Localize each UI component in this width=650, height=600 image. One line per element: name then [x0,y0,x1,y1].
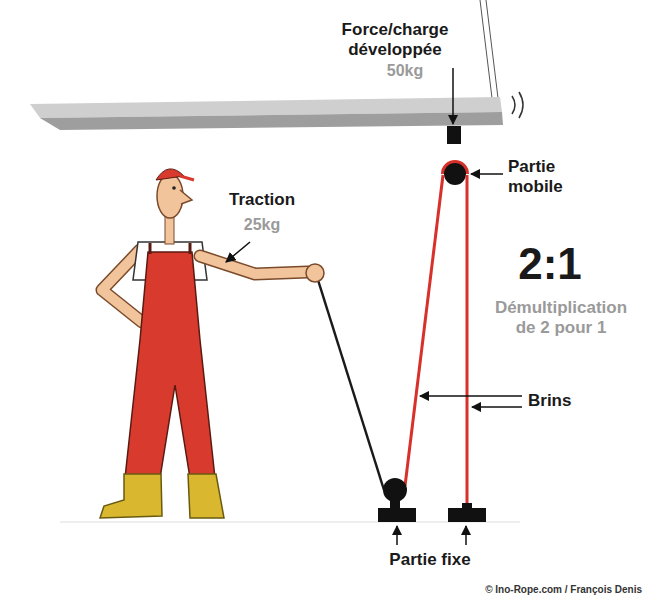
rope-strands [466,175,469,510]
part-label: Partie mobile [508,157,588,196]
leader-arrows [465,526,467,545]
ceiling-beam [30,0,523,130]
worker-figure [156,169,184,180]
worker-figure [149,243,152,254]
part-label: Partie fixe [375,550,485,570]
top-pulley [447,126,461,144]
load-value: 50kg [375,62,435,80]
bottom-pulley [378,478,486,522]
leader-arrows [396,526,398,545]
ceiling-beam [486,0,498,98]
worker-figure [180,176,194,180]
part-label: Brins [528,391,598,411]
worker-figure [157,174,183,218]
leader-arrows [226,242,250,262]
leader-arrows [420,395,522,397]
top-pulley [443,126,467,185]
worker-figure [188,474,224,518]
worker-figure [189,243,192,254]
worker-figure [200,256,308,274]
bottom-pulley [448,508,486,522]
load-title: Force/charge développée [330,20,460,59]
ratio-value: 2:1 [505,242,595,286]
rope-strands [318,175,467,510]
ceiling-beam [480,0,492,98]
rope-strands [405,175,443,486]
leader-arrows [472,406,522,408]
ceiling-beam [40,112,503,130]
copyright-note: © Ino-Rope.com / François Denis [440,584,642,596]
worker-figure [200,256,308,274]
bottom-pulley [378,508,416,522]
worker-figure [100,474,162,518]
worker-figure [100,169,324,518]
bottom-pulley [390,500,400,510]
ceiling-beam [512,96,515,114]
top-pulley [444,163,466,185]
worker-figure [125,252,215,478]
bottom-pulley [383,478,407,502]
pull-value: 25kg [232,216,292,234]
rope-strands [318,280,384,490]
worker-figure [180,190,192,204]
bottom-pulley [462,503,472,510]
worker-figure [306,264,324,282]
ceiling-beam [519,92,523,118]
leader-arrows [471,173,503,175]
ratio-caption: Démultiplication de 2 pour 1 [486,298,636,337]
leader-arrows [226,68,522,545]
pull-title: Traction [222,190,302,210]
leader-arrows [452,68,454,124]
worker-figure [172,186,176,190]
